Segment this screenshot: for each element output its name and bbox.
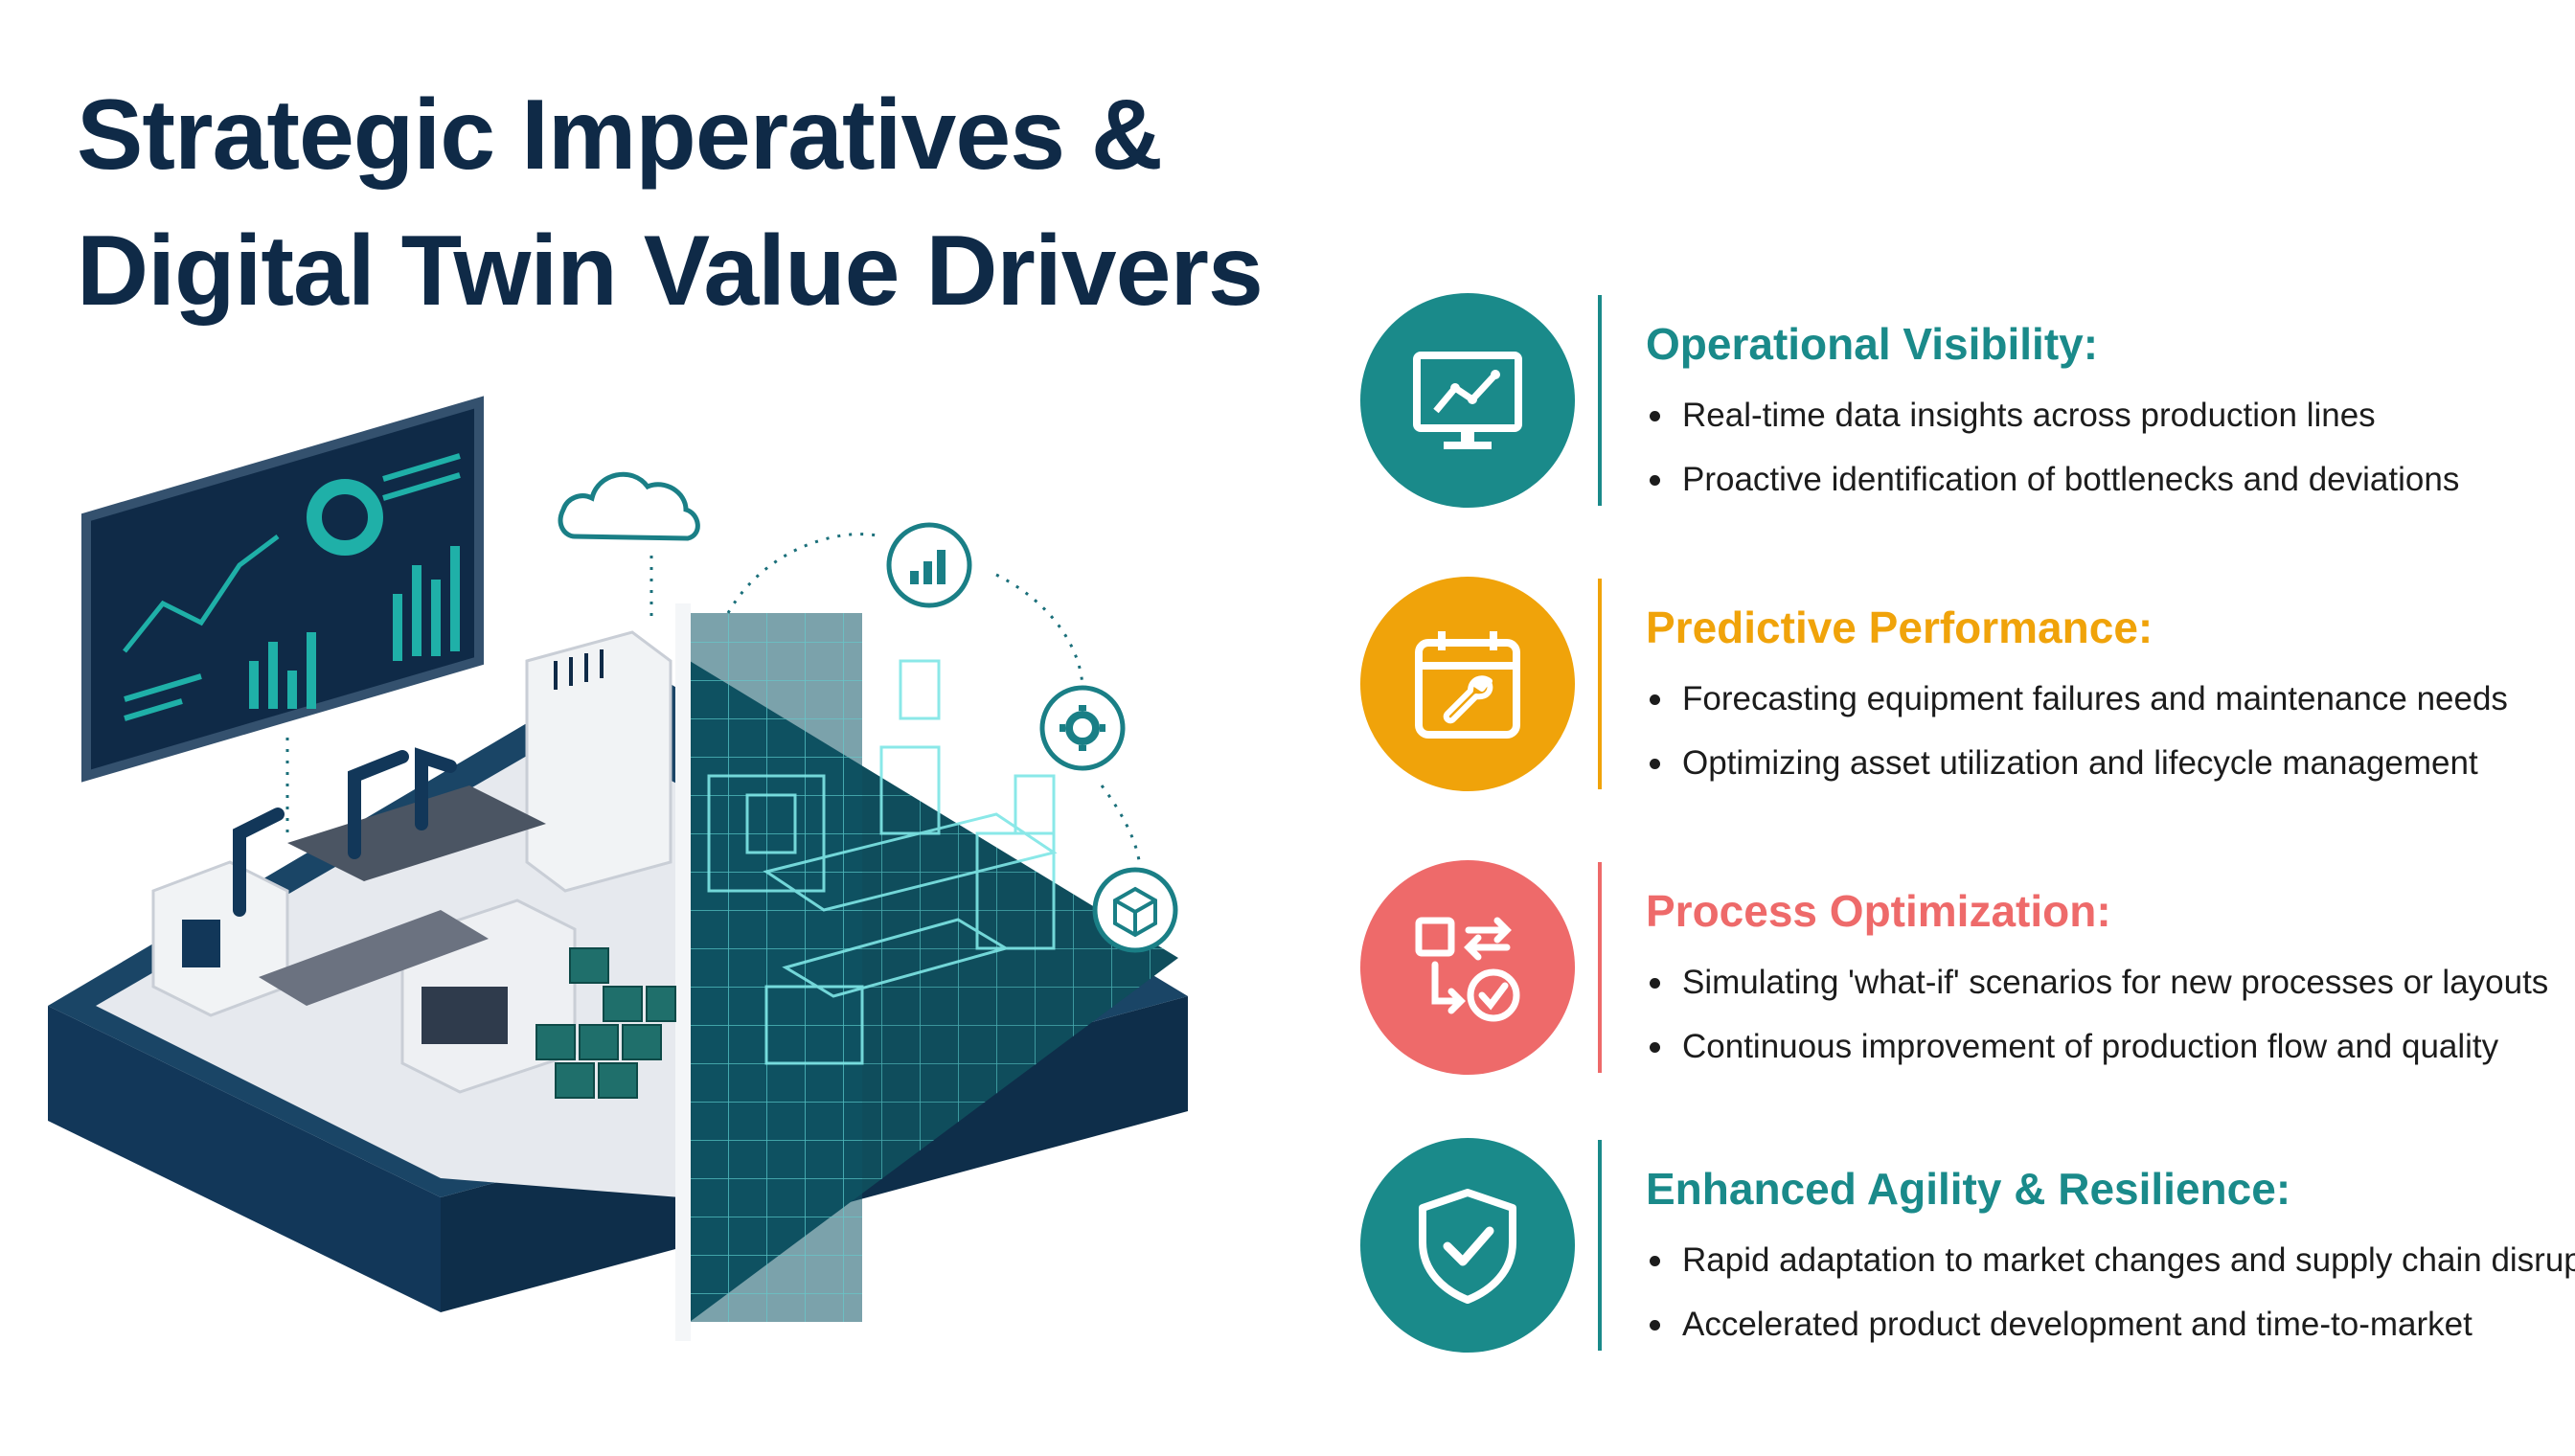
driver-bullets: Simulating 'what-if' scenarios for new p… — [1646, 950, 2548, 1079]
cloud-icon — [558, 471, 700, 541]
driver-title: Predictive Performance: — [1646, 603, 2153, 652]
connection-lines — [285, 533, 1142, 873]
page-title: Strategic Imperatives & Digital Twin Val… — [77, 67, 1264, 339]
driver-divider — [1598, 862, 1602, 1073]
driver-bullet: Real-time data insights across productio… — [1646, 383, 2459, 447]
driver-bullet: Simulating 'what-if' scenarios for new p… — [1646, 950, 2548, 1014]
driver-badge — [1360, 293, 1575, 508]
digital-wireframe-machines — [707, 659, 1058, 1065]
driver-bullets: Real-time data insights across productio… — [1646, 383, 2459, 512]
driver-operational-visibility: Operational Visibility: Real-time data i… — [1360, 287, 2548, 517]
driver-bullet: Forecasting equipment failures and maint… — [1646, 667, 2508, 731]
driver-bullet: Proactive identification of bottlenecks … — [1646, 447, 2459, 512]
bar-chart-icon — [886, 522, 972, 608]
driver-divider — [1598, 295, 1602, 506]
driver-bullets: Rapid adaptation to market changes and s… — [1646, 1228, 2575, 1356]
gear-icon — [1039, 685, 1126, 771]
driver-bullets: Forecasting equipment failures and maint… — [1646, 667, 2508, 795]
cube-icon — [1092, 867, 1178, 953]
driver-bullet: Rapid adaptation to market changes and s… — [1646, 1228, 2575, 1292]
driver-divider — [1598, 1140, 1602, 1351]
driver-title: Operational Visibility: — [1646, 319, 2099, 369]
factory-digital-twin-illustration — [38, 374, 1226, 1351]
driver-title: Process Optimization: — [1646, 886, 2111, 936]
driver-bullet: Optimizing asset utilization and lifecyc… — [1646, 731, 2508, 795]
driver-badge — [1360, 860, 1575, 1075]
driver-bullet: Accelerated product development and time… — [1646, 1292, 2575, 1356]
driver-divider — [1598, 579, 1602, 789]
driver-badge — [1360, 1138, 1575, 1353]
monitor-chart-icon — [1413, 352, 1522, 449]
title-line-1: Strategic Imperatives & — [77, 80, 1163, 191]
driver-enhanced-agility: Enhanced Agility & Resilience: Rapid ada… — [1360, 1132, 2575, 1362]
process-flow-icon — [1415, 917, 1520, 1022]
value-drivers-list: Operational Visibility: Real-time data i… — [1360, 287, 2575, 1362]
driver-predictive-performance: Predictive Performance: Forecasting equi… — [1360, 571, 2548, 801]
driver-bullet: Continuous improvement of production flo… — [1646, 1014, 2548, 1079]
driver-process-optimization: Process Optimization: Simulating 'what-i… — [1360, 854, 2548, 1084]
factory-machines — [151, 630, 676, 1099]
analytics-dashboard-screen — [81, 396, 484, 783]
title-line-2: Digital Twin Value Drivers — [77, 216, 1264, 327]
calendar-wrench-icon — [1415, 631, 1520, 739]
driver-title: Enhanced Agility & Resilience: — [1646, 1164, 2291, 1214]
split-divider — [675, 603, 691, 1341]
shield-check-icon — [1419, 1189, 1516, 1304]
digital-twin-floor — [690, 613, 1178, 1322]
driver-badge — [1360, 577, 1575, 791]
